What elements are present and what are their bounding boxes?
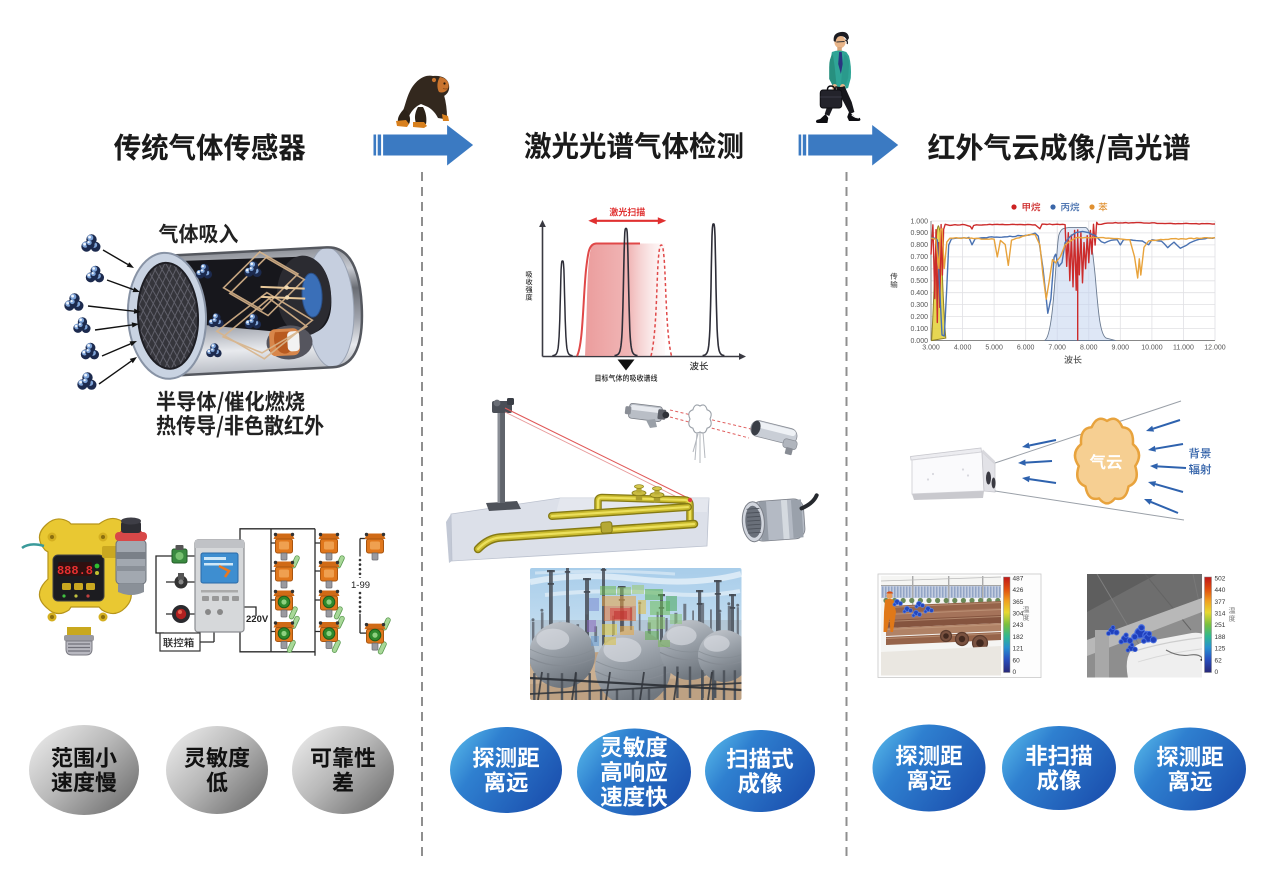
- svg-text:9.000: 9.000: [1112, 345, 1130, 352]
- svg-text:62: 62: [1215, 657, 1223, 664]
- svg-text:314: 314: [1215, 611, 1226, 618]
- svg-text:365: 365: [1013, 599, 1024, 606]
- svg-text:0.700: 0.700: [910, 254, 928, 261]
- svg-text:60: 60: [1013, 657, 1021, 664]
- svg-text:7.000: 7.000: [1048, 345, 1066, 352]
- svg-text:251: 251: [1215, 622, 1226, 629]
- svg-text:0.200: 0.200: [910, 314, 928, 321]
- svg-text:3.000: 3.000: [922, 345, 940, 352]
- svg-text:8.000: 8.000: [1080, 345, 1098, 352]
- svg-text:1.000: 1.000: [910, 218, 928, 225]
- svg-text:0.600: 0.600: [910, 266, 928, 273]
- svg-text:0.300: 0.300: [910, 302, 928, 309]
- svg-text:487: 487: [1013, 576, 1024, 583]
- svg-text:0.000: 0.000: [910, 338, 928, 345]
- svg-text:426: 426: [1013, 587, 1024, 594]
- svg-text:12.000: 12.000: [1204, 345, 1226, 352]
- svg-text:11.000: 11.000: [1173, 345, 1194, 352]
- svg-text:1-99: 1-99: [351, 580, 370, 591]
- svg-text:220V: 220V: [246, 614, 269, 625]
- svg-text:182: 182: [1013, 634, 1024, 641]
- svg-text:125: 125: [1215, 646, 1226, 653]
- svg-text:0.100: 0.100: [910, 326, 928, 333]
- svg-text:121: 121: [1013, 646, 1024, 653]
- svg-text:502: 502: [1215, 576, 1226, 583]
- svg-text:5.000: 5.000: [985, 345, 1003, 352]
- svg-text:243: 243: [1013, 622, 1024, 629]
- svg-text:440: 440: [1215, 587, 1226, 594]
- svg-text:888.8: 888.8: [57, 564, 93, 578]
- svg-text:0.800: 0.800: [910, 242, 928, 249]
- svg-text:10.000: 10.000: [1141, 345, 1163, 352]
- svg-text:0: 0: [1215, 669, 1219, 676]
- svg-text:0.500: 0.500: [910, 278, 928, 285]
- svg-text:0: 0: [1013, 669, 1017, 676]
- svg-text:6.000: 6.000: [1017, 345, 1035, 352]
- svg-text:377: 377: [1215, 599, 1226, 606]
- svg-text:188: 188: [1215, 634, 1226, 641]
- svg-text:0.400: 0.400: [910, 290, 928, 297]
- svg-text:4.000: 4.000: [954, 345, 972, 352]
- svg-text:0.900: 0.900: [910, 230, 928, 237]
- svg-text:304: 304: [1013, 611, 1024, 618]
